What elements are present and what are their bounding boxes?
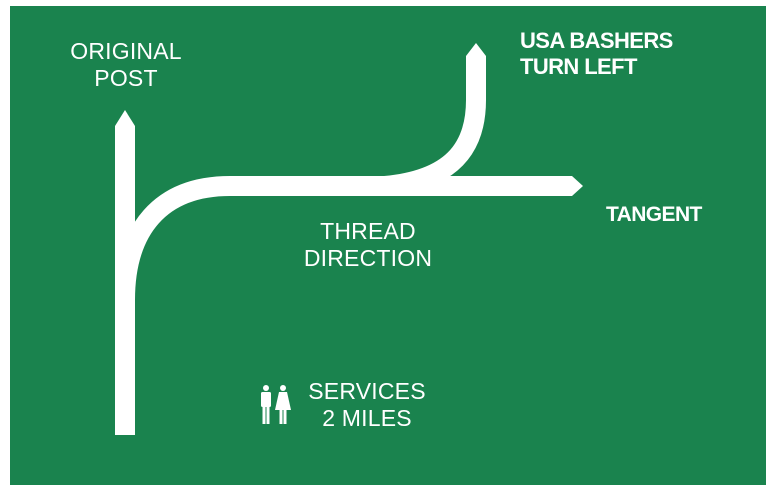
restroom-icon xyxy=(261,385,291,424)
thread-direction-label: THREAD DIRECTION xyxy=(288,218,448,272)
usa-bashers-label: USA BASHERS TURN LEFT xyxy=(520,28,700,80)
services-line-2: 2 MILES xyxy=(322,405,412,432)
services-label: SERVICES 2 MILES xyxy=(296,378,438,432)
thread-direction-road xyxy=(115,176,560,301)
usa-bashers-arrow-icon xyxy=(466,43,486,66)
thread-direction-line-2: DIRECTION xyxy=(303,245,433,272)
original-post-line-2: POST xyxy=(94,65,158,92)
usa-bashers-line-1: USA BASHERS xyxy=(520,28,673,53)
usa-bashers-line-2: TURN LEFT xyxy=(520,53,637,79)
original-post-line-1: ORIGINAL xyxy=(70,38,182,64)
tangent-label: TANGENT xyxy=(606,203,702,226)
thread-direction-line-1: THREAD xyxy=(320,218,416,244)
tangent-arrow-icon xyxy=(555,176,583,196)
original-post-label: ORIGINAL POST xyxy=(56,38,196,92)
services-line-1: SERVICES xyxy=(308,378,426,404)
usa-bashers-road xyxy=(383,64,486,196)
